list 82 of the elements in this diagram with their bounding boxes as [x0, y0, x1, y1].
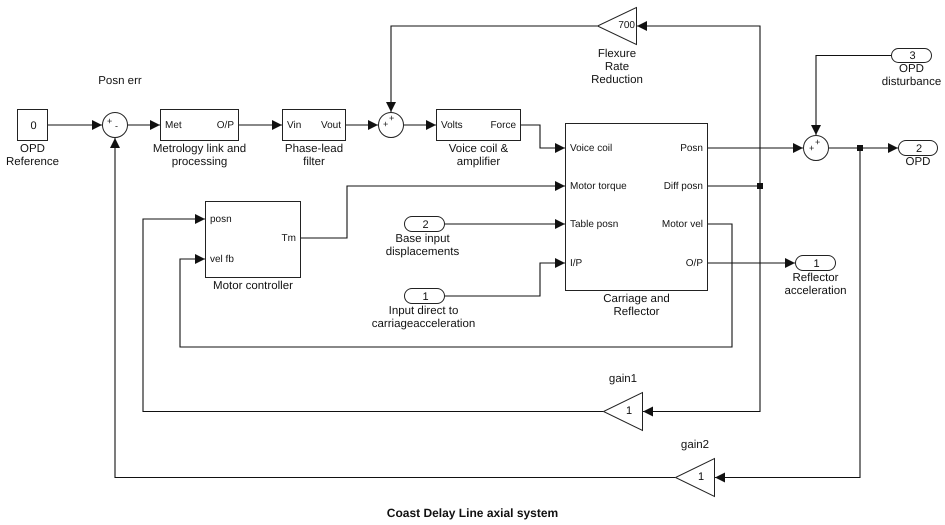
- signal-arrow: [715, 147, 861, 482]
- signal-arrow: [48, 120, 102, 130]
- block: [282, 109, 346, 141]
- signal-arrow: [811, 54, 891, 135]
- block-caption: gain1: [608, 373, 638, 386]
- block-caption: OPD Reference: [4, 143, 60, 169]
- signal-arrow: [521, 124, 565, 153]
- port-terminal: [404, 216, 445, 232]
- block: [17, 109, 48, 141]
- sign-symbol: -: [115, 122, 118, 131]
- sign-symbol: +: [383, 120, 388, 129]
- port-label: Met: [165, 120, 182, 132]
- block-caption: Motor controller: [212, 280, 294, 293]
- block-caption: OPD disturbance: [880, 63, 942, 89]
- port-terminal: [898, 140, 938, 156]
- signal-arrow: [301, 181, 565, 239]
- block: [565, 123, 708, 291]
- block-caption: Carriage and Reflector: [602, 293, 671, 319]
- signal-arrow: [708, 258, 795, 268]
- block-caption: Base input displacements: [384, 233, 460, 259]
- port-label: Tm: [282, 233, 296, 245]
- sum-junction: [102, 112, 128, 138]
- port-label: Motor torque: [570, 181, 627, 193]
- block: [160, 109, 239, 141]
- port-label: Vout: [320, 120, 341, 132]
- signal-arrow: [708, 143, 803, 153]
- port-label: posn: [210, 214, 232, 226]
- signal-arrow: [239, 120, 282, 130]
- port-label: I/P: [570, 258, 582, 270]
- block-value: 3: [909, 50, 916, 62]
- signal-arrow: [346, 120, 378, 130]
- block-caption: OPD: [904, 156, 932, 169]
- port-label: Table posn: [570, 219, 618, 231]
- sign-symbol: +: [107, 117, 112, 126]
- block-value: 1: [813, 258, 820, 270]
- port-label: Force: [490, 120, 516, 132]
- port-terminal: [795, 255, 836, 271]
- block: [205, 201, 301, 278]
- signal-arrow: [110, 138, 675, 478]
- block-value: 700: [618, 20, 635, 32]
- block-value: 2: [916, 142, 922, 154]
- diagram-caption: Coast Delay Line axial system: [386, 506, 560, 520]
- signal-arrow: [404, 120, 436, 130]
- block-value: 1: [698, 471, 704, 483]
- sign-symbol: +: [815, 138, 820, 147]
- block-caption: Reflector acceleration: [783, 272, 848, 298]
- signal-label: Posn err: [97, 75, 143, 88]
- port-label: Volts: [441, 120, 463, 132]
- block-caption: Voice coil & amplifier: [448, 143, 510, 169]
- port-label: Vin: [287, 120, 302, 132]
- block-value: 0: [30, 120, 37, 132]
- block-caption: gain2: [680, 439, 710, 452]
- gain-triangle: [603, 392, 643, 431]
- block-value: 1: [422, 290, 429, 302]
- port-label: vel fb: [210, 254, 234, 266]
- gain-triangle: [597, 7, 637, 45]
- block: [436, 109, 521, 141]
- block-caption: Flexure Rate Reduction: [590, 48, 644, 87]
- port-label: Voice coil: [570, 143, 612, 155]
- block-caption: Metrology link and processing: [152, 143, 248, 169]
- block-caption: Input direct to carriageacceleration: [370, 305, 476, 331]
- block-value: 1: [626, 405, 632, 417]
- sum-junction: [378, 112, 404, 138]
- port-label: O/P: [686, 258, 703, 270]
- signal-arrow: [445, 258, 565, 297]
- port-terminal: [891, 48, 932, 63]
- sum-junction: [803, 135, 829, 161]
- port-label: Motor vel: [662, 219, 703, 231]
- block-caption: Phase-lead filter: [284, 143, 344, 169]
- signal-arrow: [445, 219, 565, 229]
- block-value: 2: [422, 218, 429, 230]
- port-terminal: [404, 288, 445, 304]
- gain-triangle: [675, 458, 715, 497]
- port-label: O/P: [216, 120, 234, 132]
- signal-arrow: [179, 223, 733, 348]
- port-label: Diff posn: [664, 181, 703, 193]
- signal-arrow: [142, 214, 603, 412]
- sign-symbol: +: [809, 144, 814, 153]
- signal-arrow: [386, 25, 597, 112]
- sign-symbol: +: [389, 114, 394, 123]
- signal-arrow: [128, 120, 160, 130]
- port-label: Posn: [680, 143, 703, 155]
